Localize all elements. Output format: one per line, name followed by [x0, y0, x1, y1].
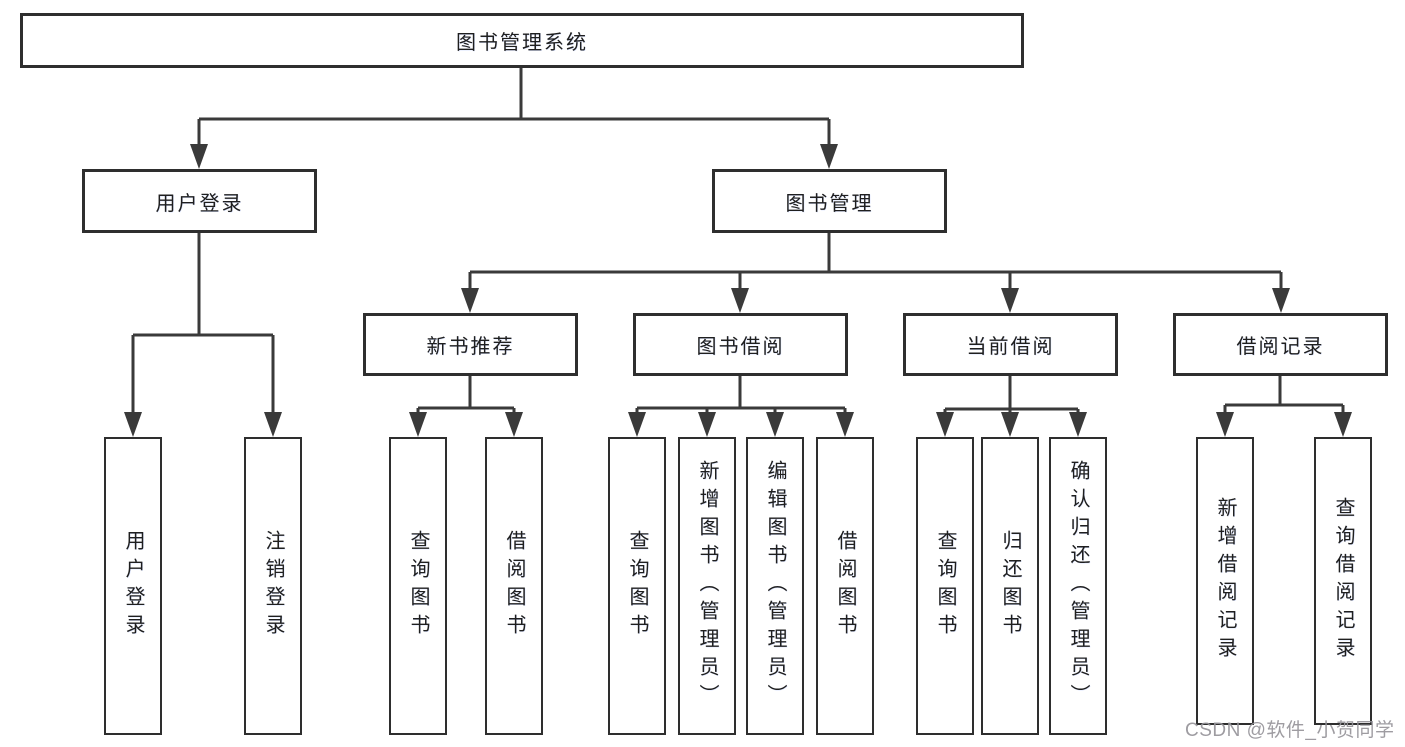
connector-root-to-level2: [190, 68, 838, 169]
leaf-logout: 注销登录: [244, 437, 302, 735]
csdn-watermark: CSDN @软件_小贺同学: [1185, 720, 1395, 741]
leaf-label: 归还图书: [999, 530, 1021, 642]
node-book-borrowing: 图书借阅: [633, 313, 848, 376]
leaf-label: 借阅图书: [503, 530, 525, 642]
node-current-borrowing: 当前借阅: [903, 313, 1118, 376]
leaf-confirm-return-admin: 确认归还（管理员）: [1049, 437, 1107, 735]
leaf-label: 编辑图书（管理员）: [764, 460, 786, 712]
leaf-query-books-3: 查询图书: [916, 437, 974, 735]
leaf-borrow-books-2: 借阅图书: [816, 437, 874, 735]
connector-book-borrow-children: [628, 376, 854, 437]
connector-current-borrow-children: [936, 376, 1087, 437]
node-library-system: 图书管理系统: [20, 13, 1024, 68]
connector-borrow-record-children: [1216, 376, 1352, 437]
leaf-edit-book-admin: 编辑图书（管理员）: [746, 437, 804, 735]
leaf-user-login: 用户登录: [104, 437, 162, 735]
leaf-label: 用户登录: [122, 530, 144, 642]
leaf-label: 查询图书: [626, 530, 648, 642]
leaf-query-borrow-record: 查询借阅记录: [1314, 437, 1372, 725]
connector-book-management-children: [461, 232, 1290, 313]
leaf-label: 新增借阅记录: [1214, 497, 1236, 665]
node-user-login: 用户登录: [82, 169, 317, 233]
leaf-return-books: 归还图书: [981, 437, 1039, 735]
leaf-label: 查询图书: [934, 530, 956, 642]
connector-user-login-children: [124, 233, 282, 437]
leaf-label: 查询借阅记录: [1332, 497, 1354, 665]
leaf-query-books-1: 查询图书: [389, 437, 447, 735]
node-book-management: 图书管理: [712, 169, 947, 233]
leaf-borrow-books-1: 借阅图书: [485, 437, 543, 735]
leaf-add-borrow-record: 新增借阅记录: [1196, 437, 1254, 725]
node-borrowing-records: 借阅记录: [1173, 313, 1388, 376]
leaf-label: 查询图书: [407, 530, 429, 642]
leaf-query-books-2: 查询图书: [608, 437, 666, 735]
connector-new-book-children: [409, 376, 523, 437]
leaf-label: 新增图书（管理员）: [696, 460, 718, 712]
leaf-label: 借阅图书: [834, 530, 856, 642]
node-new-book-recommend: 新书推荐: [363, 313, 578, 376]
leaf-label: 注销登录: [262, 530, 284, 642]
leaf-add-book-admin: 新增图书（管理员）: [678, 437, 736, 735]
leaf-label: 确认归还（管理员）: [1067, 460, 1089, 712]
